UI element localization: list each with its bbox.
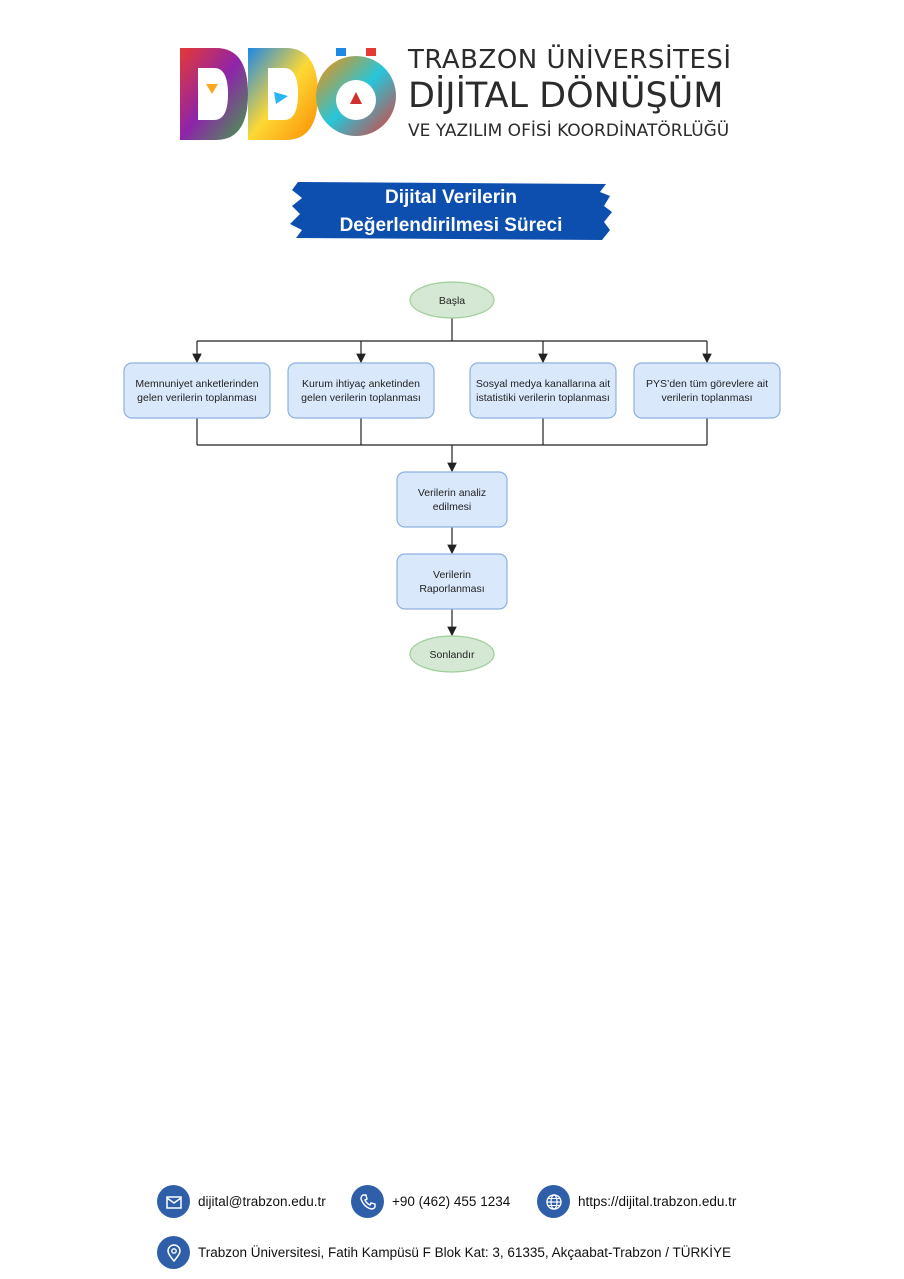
phone-icon [351,1185,384,1218]
start-node: Başla [409,281,495,319]
node-label-line: PYS’den tüm görevlere ait [646,378,768,390]
end-node: Sonlandır [409,635,495,673]
footer-address: Trabzon Üniversitesi, Fatih Kampüsü F Bl… [157,1236,731,1269]
ddo-logo [180,48,396,140]
org-line-1: TRABZON ÜNİVERSİTESİ [408,45,732,75]
title-line-1: Dijital Verilerin [385,187,517,208]
footer-website[interactable]: https://dijital.trabzon.edu.tr [537,1185,736,1218]
footer-phone[interactable]: +90 (462) 455 1234 [351,1185,510,1218]
node-label-line: Verilerin [433,569,471,581]
node-label-line: Kurum ihtiyaç anketinden [302,378,420,390]
connectors [192,318,712,637]
website-text[interactable]: https://dijital.trabzon.edu.tr [578,1194,737,1209]
node-label-line: gelen verilerin toplanması [301,392,421,404]
footer-email[interactable]: dijital@trabzon.edu.tr [157,1185,326,1218]
node-label-line: Memnuniyet anketlerinden [135,378,258,390]
node-label-line: Sosyal medya kanallarına ait [476,378,610,390]
collect-pys-node: PYS’den tüm görevlere ait verilerin topl… [633,362,781,419]
report-node: Verilerin Raporlanması [396,553,508,610]
node-label-line: verilerin toplanması [661,392,752,404]
process-flowchart: Başla Memnuniyet anketlerinden gelen ver… [123,281,781,673]
email-text[interactable]: dijital@trabzon.edu.tr [198,1194,326,1209]
page-title: Dijital Verilerin Değerlendirilmesi Süre… [288,184,614,240]
globe-icon [537,1185,570,1218]
collect-needs-survey-node: Kurum ihtiyaç anketinden gelen verilerin… [287,362,435,419]
analyze-node: Verilerin analiz edilmesi [396,471,508,528]
end-label: Sonlandır [430,649,475,661]
address-text: Trabzon Üniversitesi, Fatih Kampüsü F Bl… [198,1245,731,1260]
collect-satisfaction-survey-node: Memnuniyet anketlerinden gelen verilerin… [123,362,271,419]
location-icon [157,1236,190,1269]
org-line-3: VE YAZILIM OFİSİ KOORDİNATÖRLÜĞÜ [408,121,730,141]
title-line-2: Değerlendirilmesi Süreci [339,215,563,236]
node-label-line: edilmesi [433,501,472,513]
node-label-line: Raporlanması [419,583,484,595]
collect-social-media-node: Sosyal medya kanallarına ait istatistiki… [469,362,617,419]
organization-name: TRABZON ÜNİVERSİTESİ DİJİTAL DÖNÜŞÜM VE … [408,44,732,144]
title-banner-shape [290,182,612,240]
phone-text[interactable]: +90 (462) 455 1234 [392,1194,511,1209]
node-label-line: Verilerin analiz [418,487,486,499]
node-label-line: istatistiki verilerin toplanması [476,392,610,404]
email-icon [157,1185,190,1218]
org-line-2: DİJİTAL DÖNÜŞÜM [408,76,724,116]
node-label-line: gelen verilerin toplanması [137,392,257,404]
start-label: Başla [439,295,465,307]
